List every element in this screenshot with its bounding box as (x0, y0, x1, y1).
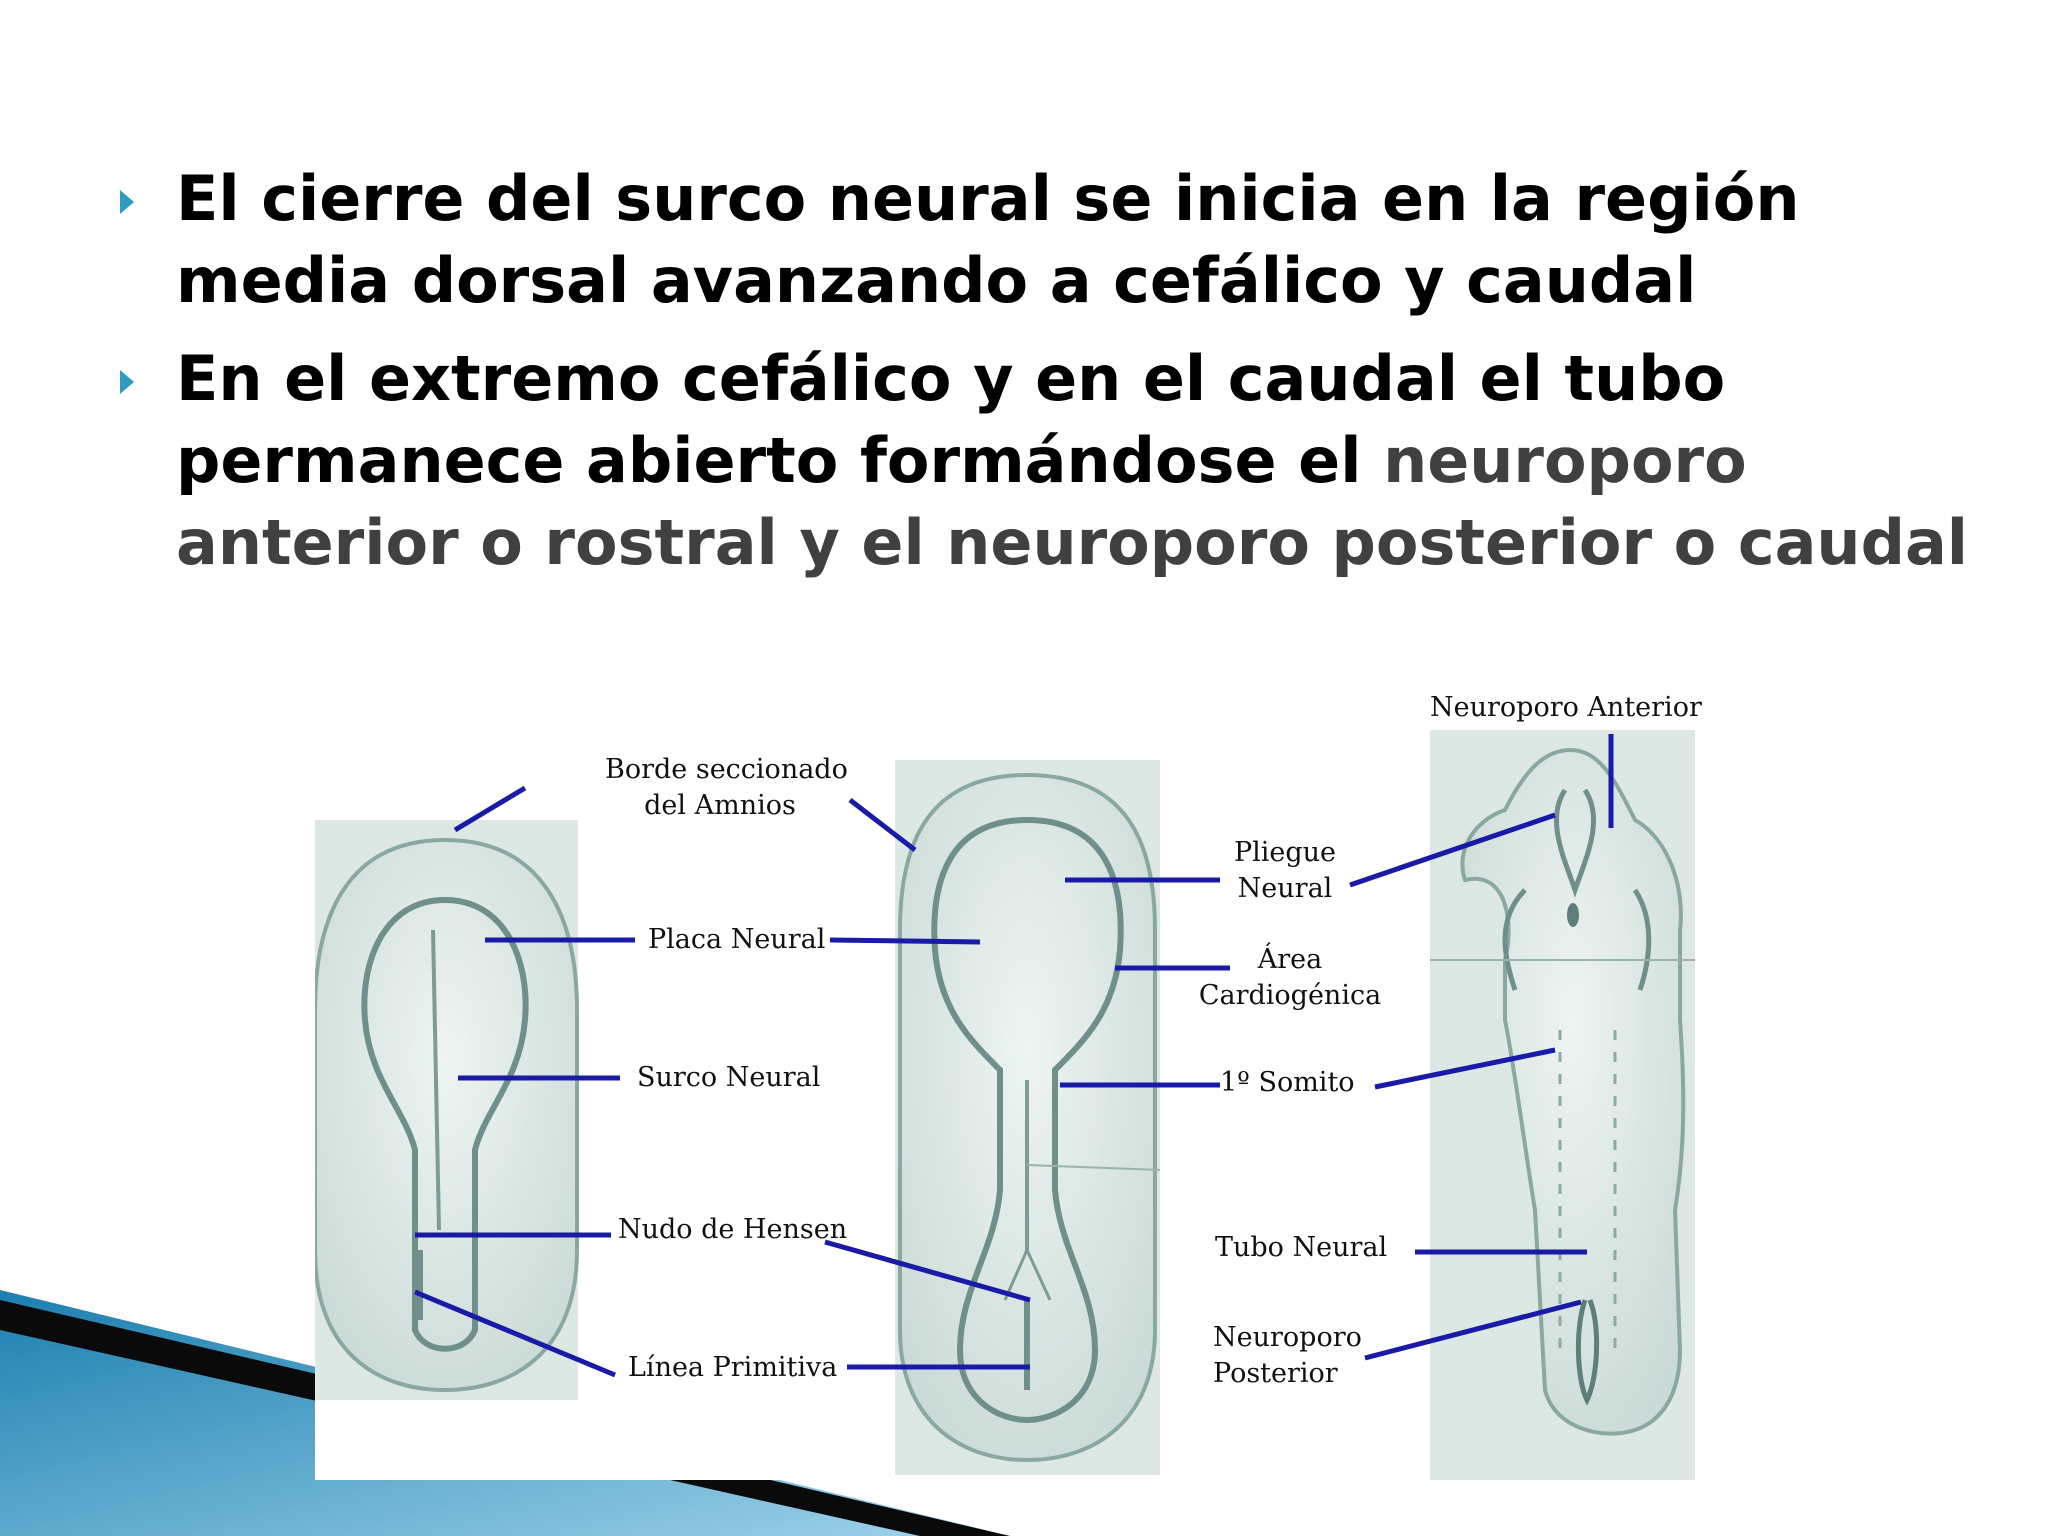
bullet-list: El cierre del surco neural se inicia en … (120, 158, 2000, 600)
label-primer-somito: 1º Somito (1220, 1067, 1355, 1098)
embryo-1 (315, 820, 579, 1400)
leader-lines (414, 734, 1614, 1378)
embryo-3 (1430, 730, 1695, 1480)
bullet-highlight-text: neuroporo anterior o rostral y el neurop… (176, 424, 1969, 579)
bullet-item-2: En el extremo cefálico y en el caudal el… (120, 338, 2000, 584)
label-neuroporo-anterior: Neuroporo Anterior (1430, 692, 1702, 723)
embryo-illustration (315, 730, 1695, 1480)
label-linea-primitiva: Línea Primitiva (628, 1352, 838, 1383)
bullet-text-1: El cierre del surco neural se inicia en … (176, 162, 1800, 317)
bullet-arrow-icon (120, 370, 134, 394)
bullet-item-1: El cierre del surco neural se inicia en … (120, 158, 2000, 322)
label-nudo-hensen: Nudo de Hensen (618, 1214, 848, 1245)
label-surco-neural: Surco Neural (637, 1062, 821, 1093)
label-tubo-neural: Tubo Neural (1215, 1232, 1388, 1263)
bullet-text-2: En el extremo cefálico y en el caudal el… (176, 342, 1726, 497)
label-placa-neural: Placa Neural (648, 924, 826, 955)
bullet-arrow-icon (120, 190, 134, 214)
